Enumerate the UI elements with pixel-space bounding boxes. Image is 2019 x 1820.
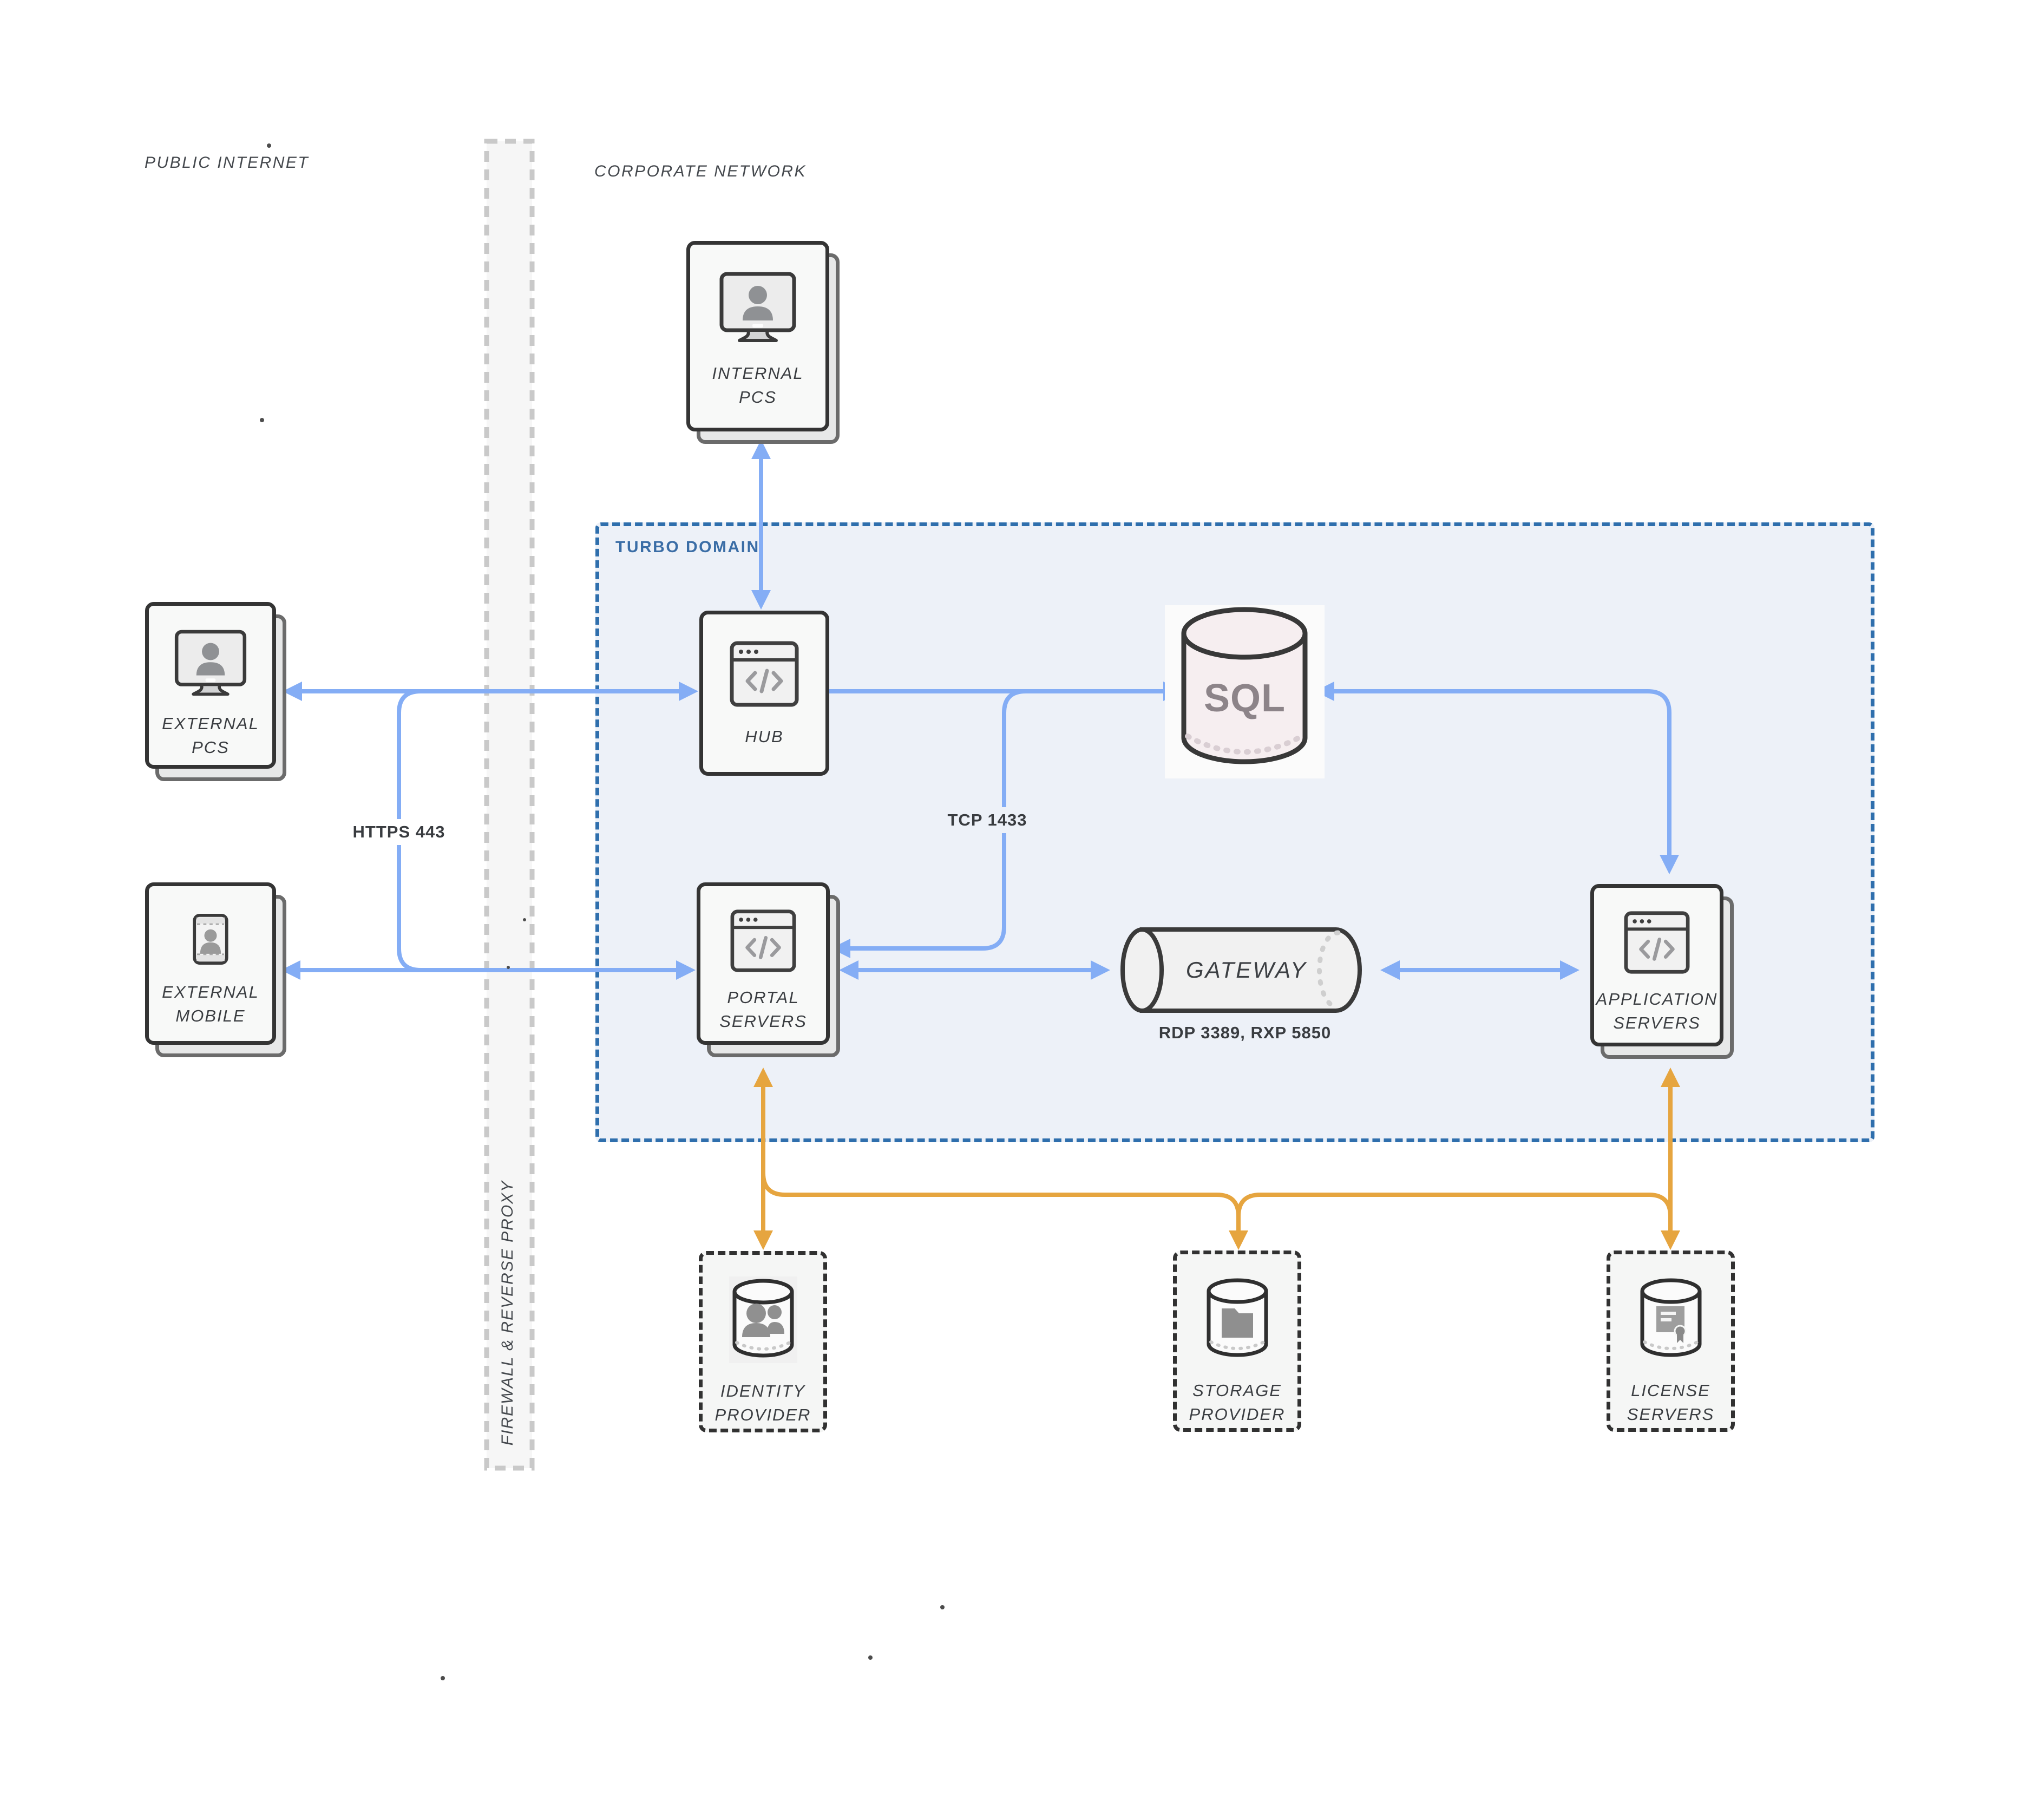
node-gateway: GATEWAY RDP 3389, RXP 5850 <box>1119 925 1374 1050</box>
node-label: MOBILE <box>175 1006 246 1025</box>
users-db-icon <box>729 1276 797 1363</box>
node-label: PROVIDER <box>714 1405 811 1424</box>
gateway-label: GATEWAY <box>1185 957 1308 983</box>
pc-user-icon <box>174 630 247 696</box>
folder-db-icon <box>1207 1278 1268 1357</box>
node-label: EXTERNAL <box>162 714 259 733</box>
node-identity-provider: IDENTITY PROVIDER <box>699 1251 827 1432</box>
node-internal-pcs: INTERNAL PCS <box>686 241 840 444</box>
node-label: PORTAL <box>727 988 799 1007</box>
node-storage-provider: STORAGE PROVIDER <box>1173 1251 1301 1432</box>
gateway-ports-label: RDP 3389, RXP 5850 <box>1158 1023 1332 1042</box>
node-label: INTERNAL <box>712 364 804 383</box>
node-external-mobile: EXTERNAL MOBILE <box>145 882 286 1057</box>
node-label: PCS <box>192 738 230 757</box>
pc-user-icon <box>719 272 796 342</box>
node-license-servers: LICENSE SERVERS <box>1607 1251 1735 1432</box>
turbo-domain-label: TURBO DOMAIN <box>615 538 760 556</box>
link-tcp-branch-portal <box>831 689 1026 958</box>
node-portal-servers: PORTAL SERVERS <box>697 882 840 1057</box>
https-port-label: HTTPS 443 <box>345 819 453 845</box>
corporate-network-zone-label: CORPORATE NETWORK <box>594 162 807 180</box>
node-label: EXTERNAL <box>162 983 259 1001</box>
node-label: IDENTITY <box>720 1382 806 1400</box>
sql-db-icon <box>1165 605 1325 778</box>
node-hub: HUB <box>699 611 829 776</box>
node-application-servers: APPLICATION SERVERS <box>1590 884 1734 1059</box>
link-appservers-storage-trunk <box>1236 1193 1673 1217</box>
decorative-dots <box>260 143 945 1680</box>
node-label: HUB <box>745 727 784 746</box>
license-db-icon <box>1640 1278 1701 1357</box>
node-label: SERVERS <box>719 1012 807 1031</box>
node-label: LICENSE <box>1631 1381 1710 1400</box>
mobile-badge-icon <box>193 913 228 965</box>
node-label: PCS <box>739 388 777 407</box>
node-label: APPLICATION <box>1596 990 1718 1009</box>
node-label: STORAGE <box>1192 1381 1282 1400</box>
node-label: SERVERS <box>1627 1405 1715 1424</box>
link-appservers-sql <box>1315 682 1679 874</box>
gateway-pipe-icon <box>1120 927 1362 1013</box>
node-label: PROVIDER <box>1189 1405 1286 1424</box>
browser-code-icon <box>730 909 796 972</box>
link-portal-storage-trunk <box>761 1173 1241 1217</box>
node-external-pcs: EXTERNAL PCS <box>145 602 286 781</box>
tcp-port-label: TCP 1433 <box>940 807 1035 833</box>
sql-label: SQL <box>1203 677 1286 720</box>
browser-code-icon <box>730 641 799 707</box>
browser-code-icon <box>1624 911 1690 974</box>
node-sql-database: SQL <box>1165 605 1325 778</box>
node-label: SERVERS <box>1613 1013 1701 1032</box>
firewall-label: FIREWALL & REVERSE PROXY <box>499 1180 516 1446</box>
firewall-bar <box>484 139 535 1471</box>
public-internet-zone-label: PUBLIC INTERNET <box>145 154 310 172</box>
